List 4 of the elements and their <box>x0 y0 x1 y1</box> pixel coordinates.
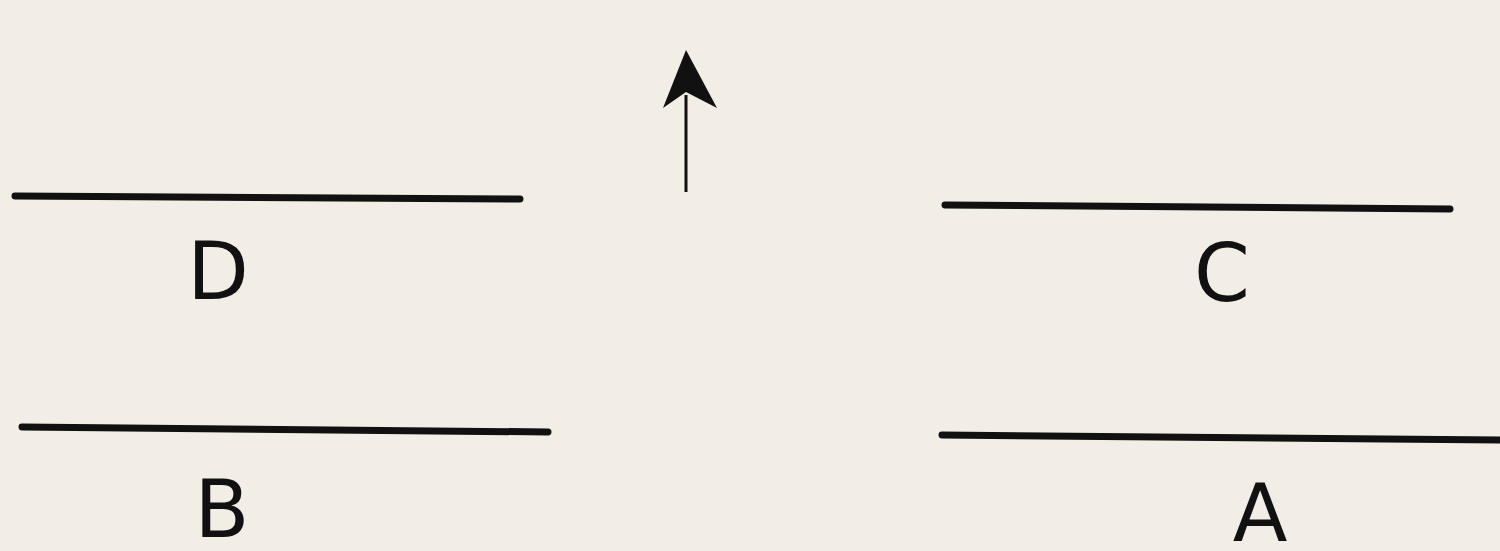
line-label: B <box>194 470 250 550</box>
line-label: D <box>187 232 249 312</box>
line-label: A <box>1232 474 1288 551</box>
line-label: C <box>1194 234 1250 314</box>
